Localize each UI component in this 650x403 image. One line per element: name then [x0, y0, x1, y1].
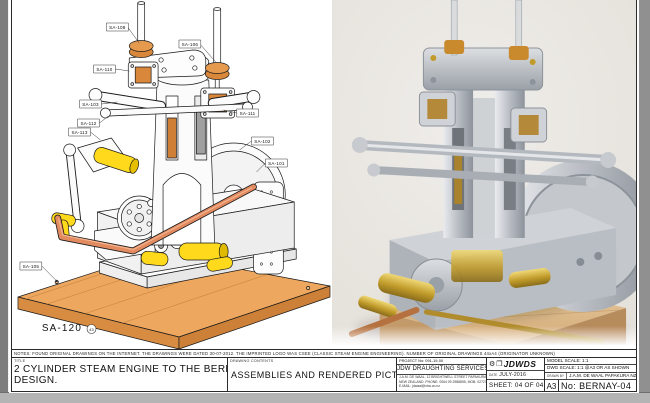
company-address-1: J.A.M. DE WAAL, 12 BRIGHTWELL STREET PAP…: [399, 375, 487, 379]
note-bubble-circle: [86, 324, 97, 334]
logo-cell: ⚙ ❒ JDWDS DATE JULY-2016 SHEET: 04 OF 04: [487, 358, 545, 391]
isometric-line-drawing: SA-108 SA-106 SA-110 SA-103 SA-111 SA-11…: [17, 1, 331, 350]
date-label: DATE: [489, 373, 498, 377]
render-cross-arms: [351, 137, 617, 189]
svg-text:SA-108: SA-108: [109, 25, 126, 30]
date-value: JULY-2016: [499, 372, 527, 378]
viewer-margin-bottom: [0, 392, 650, 403]
balloon-labels: SA-108 SA-106 SA-110 SA-103 SA-111 SA-11…: [23, 25, 285, 269]
part-balloons: [19, 22, 288, 283]
drawing-contents: ASSEMBLIES AND RENDERED PICTURE: [231, 370, 396, 380]
svg-text:SA-102: SA-102: [254, 139, 271, 144]
svg-text:SA-111: SA-111: [240, 111, 256, 116]
viewer-margin-left: [0, 0, 9, 393]
notes-text: NOTES: FOUND ORIGINAL DRAWINGS ON THE IN…: [14, 351, 555, 356]
svg-text:SA-113: SA-113: [72, 130, 88, 135]
drawn-by-value: J.A.M. DE WAAL PAPAKURA NZ: [569, 372, 636, 378]
model-scale: MODEL SCALE: 1:1: [545, 358, 636, 366]
paper-size: A3: [545, 380, 559, 391]
svg-text:SA-106: SA-106: [182, 42, 199, 47]
gear-icon: ⚙: [489, 360, 496, 368]
services-cell: PROJECT No: 091-19-00 JDW DRAUGHTING SER…: [397, 358, 487, 391]
drawing-sheet: SA-108 SA-106 SA-110 SA-103 SA-111 SA-11…: [9, 0, 639, 393]
svg-text:SA-103: SA-103: [82, 102, 99, 107]
logo-text: JDWDS: [503, 359, 537, 369]
sheet-number: SHEET: 04 OF 04: [489, 382, 544, 389]
rendered-picture: [332, 0, 636, 345]
drawn-by-row: DRAWN BY J.A.M. DE WAAL PAPAKURA NZ: [545, 372, 636, 381]
render-bottom-fade: [332, 326, 636, 345]
render-top-assembly: [422, 0, 544, 91]
logo-row: ⚙ ❒ JDWDS: [487, 358, 544, 371]
contents-label: DRAWING CONTENTS: [230, 359, 274, 363]
base-assembly-label: SA-120: [42, 323, 82, 334]
viewer-margin-right: [638, 0, 650, 393]
contents-cell: DRAWING CONTENTS ASSEMBLIES AND RENDERED…: [228, 358, 397, 391]
title-label: TITLE: [14, 359, 26, 363]
notes-row: NOTES: FOUND ORIGINAL DRAWINGS ON THE IN…: [12, 350, 636, 358]
scale-cell: MODEL SCALE: 1:1 DWG SCALE: 1:1 @A3 OR A…: [545, 358, 636, 391]
copper-pipe: [54, 183, 257, 255]
drawing-views: SA-108 SA-106 SA-110 SA-103 SA-111 SA-11…: [12, 0, 636, 352]
valve-rods: [128, 1, 230, 109]
title-cell: TITLE 2 CYLINDER STEAM ENGINE TO THE BER…: [12, 358, 228, 391]
company-address-3: E-MAIL: jdwaal@xtra.co.nz: [399, 384, 440, 389]
company-name: JDW DRAUGHTING SERVICES: [397, 365, 486, 375]
render-columns: [443, 88, 525, 238]
title-block: NOTES: FOUND ORIGINAL DRAWINGS ON THE IN…: [12, 349, 636, 391]
drawing-title-line1: 2 CYLINDER STEAM ENGINE TO THE BERNAY: [14, 364, 228, 375]
drawing-number-row: A3 No: BERNAY-04: [545, 380, 636, 391]
cube-icon: ❒: [496, 360, 503, 368]
svg-text:SA-101: SA-101: [268, 161, 285, 166]
drawing-title-line2: DESIGN.: [14, 375, 58, 386]
project-number: PROJECT No: 091-19-00: [397, 358, 486, 365]
svg-text:SA-110: SA-110: [96, 67, 112, 72]
render-guide-blocks: [418, 91, 548, 143]
svg-text:SA-112: SA-112: [80, 121, 96, 126]
note-bubble-text: 43: [89, 327, 94, 332]
drawing-number: No: BERNAY-04: [561, 381, 632, 391]
drawn-by-label: DRAWN BY: [547, 372, 568, 380]
company-address-2: NEW ZEALAND. PHONE: 0064 09 2988855, MOB…: [399, 379, 487, 384]
date-row: DATE JULY-2016: [487, 371, 544, 380]
wooden-base: [17, 252, 331, 350]
svg-text:SA-105: SA-105: [23, 264, 40, 269]
dwg-scale: DWG SCALE: 1:1 @A3 OR AS SHOWN: [545, 365, 636, 373]
